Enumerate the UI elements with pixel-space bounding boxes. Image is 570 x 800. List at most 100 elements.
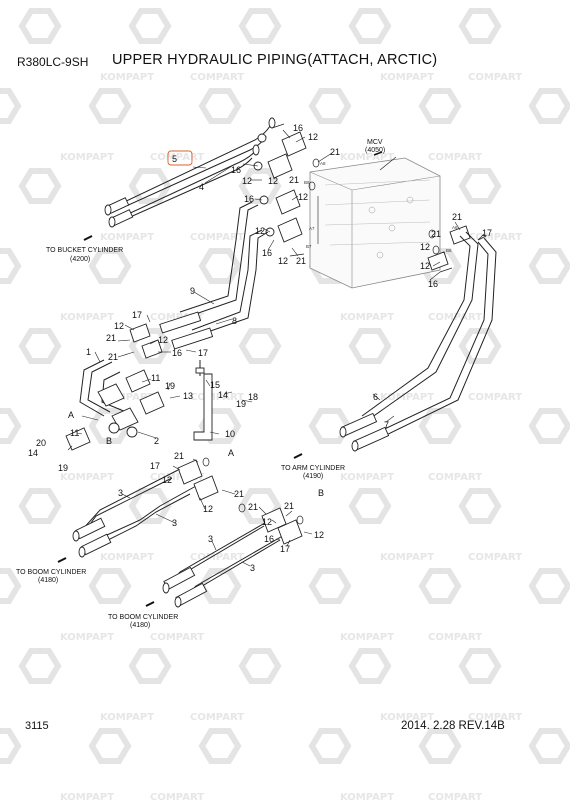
port-a7: A7 xyxy=(309,226,315,231)
part-label-16: 16 xyxy=(244,194,254,204)
part-label-16: 16 xyxy=(231,165,241,175)
part-label-12: 12 xyxy=(314,530,324,540)
watermark-text: KOMPAPT xyxy=(340,792,394,800)
part-label-21: 21 xyxy=(296,256,306,266)
page-number: 3115 xyxy=(25,720,49,732)
part-label-12: 12 xyxy=(262,517,272,527)
watermark-hex-icon xyxy=(18,168,62,204)
part-label-12: 12 xyxy=(255,226,265,236)
watermark-text: COMPART xyxy=(468,392,522,403)
watermark-text: KOMPAPT xyxy=(100,72,154,83)
hose-pair-bucket xyxy=(104,117,276,228)
watermark-text: COMPART xyxy=(150,632,204,643)
part-label-21: 21 xyxy=(108,352,118,362)
watermark-text: COMPART xyxy=(428,472,482,483)
watermark-text: KOMPAPT xyxy=(380,392,434,403)
part-label-12: 12 xyxy=(308,132,318,142)
view-label-b: B xyxy=(106,436,112,446)
watermark-hex-icon xyxy=(198,248,242,284)
part-label-16: 16 xyxy=(264,534,274,544)
watermark-hex-icon xyxy=(348,328,392,364)
watermark-text: COMPART xyxy=(468,72,522,83)
watermark-hex-icon xyxy=(238,8,282,44)
watermark-hex-icon xyxy=(88,728,132,764)
part-label-11: 11 xyxy=(70,428,79,438)
watermark-text: KOMPAPT xyxy=(60,152,114,163)
part-label-12: 12 xyxy=(114,321,124,331)
part-label-15: 15 xyxy=(210,380,220,390)
part-label-19: 19 xyxy=(165,381,175,391)
watermark-hex-icon xyxy=(348,488,392,524)
watermark-hex-icon xyxy=(88,568,132,604)
watermark-hex-icon xyxy=(238,488,282,524)
mcv-flanges xyxy=(253,123,487,273)
callout-boom-2-code: (4180) xyxy=(130,622,150,629)
callout-mcv-code: (4050) xyxy=(365,147,385,154)
watermark-text: KOMPAPT xyxy=(100,232,154,243)
part-label-12: 12 xyxy=(158,335,168,345)
part-label-20: 20 xyxy=(36,438,46,448)
watermark-hex-icon xyxy=(18,648,62,684)
part-label-21: 21 xyxy=(248,502,258,512)
part-label-17: 17 xyxy=(482,228,492,238)
highlight-part-5 xyxy=(167,150,193,166)
model-number: R380LC-9SH xyxy=(17,55,89,69)
port-a8: A8 xyxy=(320,161,326,166)
watermark-text: COMPART xyxy=(428,632,482,643)
watermark-hex-icon xyxy=(528,88,570,124)
part-label-2: 2 xyxy=(154,436,159,446)
part-label-11: 11 xyxy=(151,373,160,383)
watermark-hex-icon xyxy=(238,648,282,684)
part-label-10: 10 xyxy=(225,429,235,439)
callout-arm-code: (4190) xyxy=(303,473,323,480)
callout-boom-1-code: (4180) xyxy=(38,577,58,584)
revision-date: 2014. 2.28 REV.14B xyxy=(401,720,505,732)
port-b8: B8 xyxy=(304,180,310,185)
part-label-17: 17 xyxy=(198,348,208,358)
part-label-6: 6 xyxy=(373,392,378,402)
part-label-21: 21 xyxy=(330,147,340,157)
callout-mcv-title: MCV xyxy=(367,139,383,146)
watermark-text: KOMPAPT xyxy=(60,312,114,323)
watermark-text: COMPART xyxy=(190,232,244,243)
watermark-hex-icon xyxy=(528,248,570,284)
watermark-hex-icon xyxy=(458,8,502,44)
part-label-3: 3 xyxy=(118,488,123,498)
part-label-12: 12 xyxy=(203,504,213,514)
watermark-hex-icon xyxy=(308,728,352,764)
watermark-hex-icon xyxy=(88,248,132,284)
mcv-valve-block xyxy=(309,157,441,289)
watermark-hex-icon xyxy=(128,168,172,204)
part-label-19: 19 xyxy=(236,399,246,409)
part-label-1: 1 xyxy=(86,347,91,357)
watermark-text: COMPART xyxy=(190,72,244,83)
watermark-hex-icon xyxy=(0,248,22,284)
watermark-hex-icon xyxy=(458,648,502,684)
watermark-text: KOMPAPT xyxy=(340,312,394,323)
watermark-text: KOMPAPT xyxy=(340,632,394,643)
watermark-hex-icon xyxy=(18,488,62,524)
watermark-hex-icon xyxy=(18,328,62,364)
watermark-text: COMPART xyxy=(190,712,244,723)
part-label-13: 13 xyxy=(183,391,193,401)
watermark-hex-icon xyxy=(528,408,570,444)
watermark-text: KOMPAPT xyxy=(100,552,154,563)
part-label-14: 14 xyxy=(218,390,228,400)
part-label-3: 3 xyxy=(208,534,213,544)
callout-boom-1-title: TO BOOM CYLINDER xyxy=(16,569,86,576)
leader-lines xyxy=(57,129,485,607)
watermark-text: KOMPAPT xyxy=(60,632,114,643)
watermark-hex-icon xyxy=(418,568,462,604)
watermark-hex-icon xyxy=(458,488,502,524)
part-label-16: 16 xyxy=(262,248,272,258)
view-label-a: A xyxy=(68,410,74,420)
watermark-hex-icon xyxy=(348,648,392,684)
watermark-hex-icon xyxy=(198,88,242,124)
part-label-21: 21 xyxy=(234,489,244,499)
port-b6: B6 xyxy=(446,248,452,253)
part-label-12: 12 xyxy=(242,176,252,186)
view-label-a: A xyxy=(228,448,234,458)
part-label-12: 12 xyxy=(420,242,430,252)
port-b7: B7 xyxy=(306,244,312,249)
